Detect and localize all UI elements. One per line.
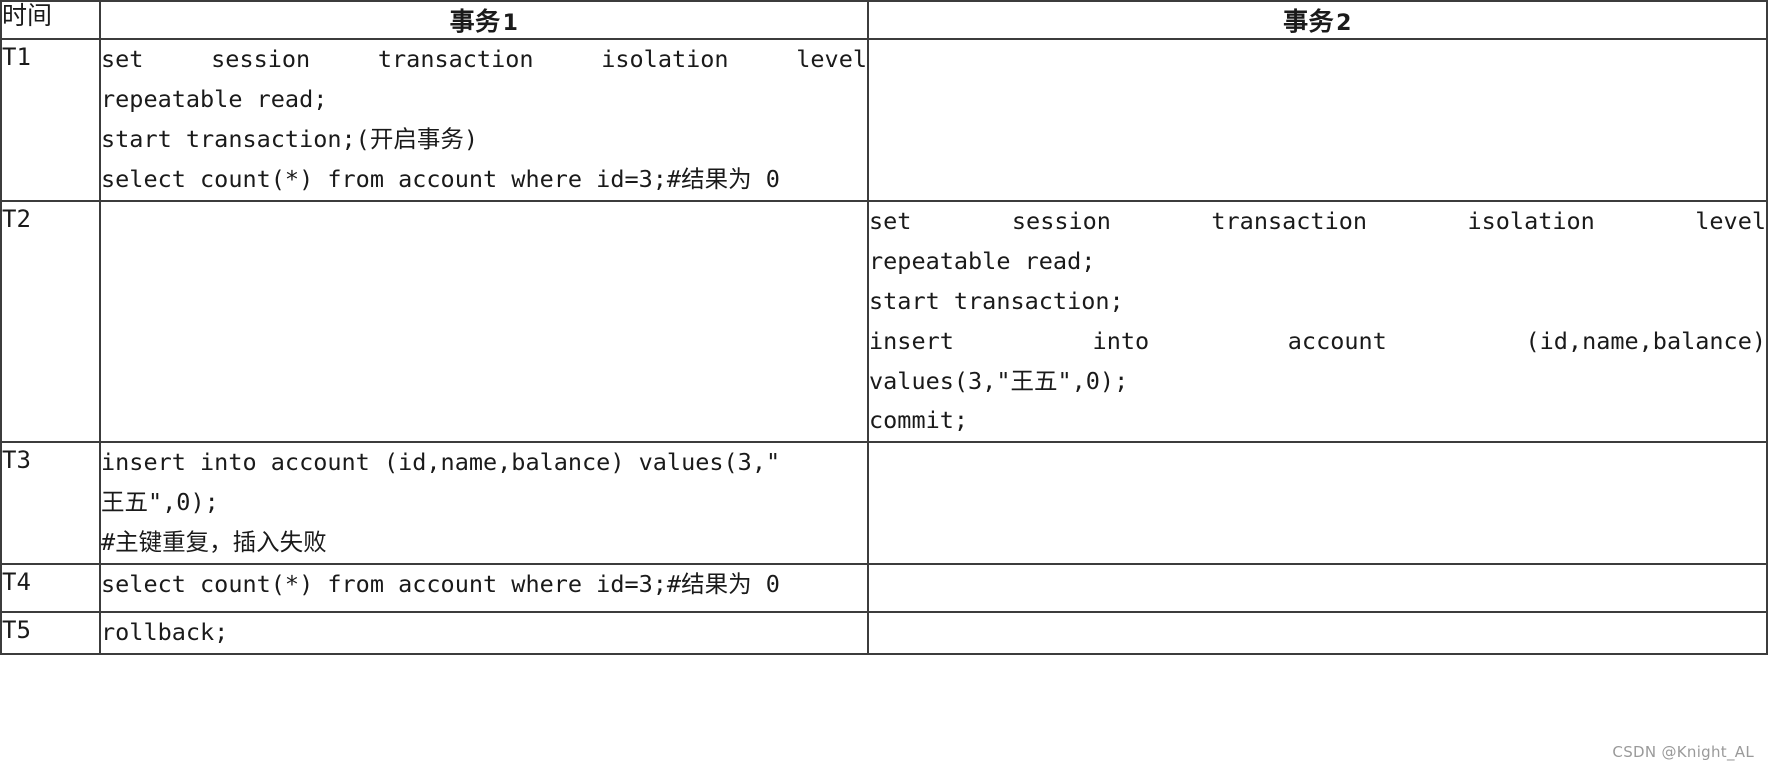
tx1-cell-t1: set session transaction isolation level … [99,38,869,202]
code-line: start transaction; [869,286,1124,315]
tx2-cell-t1 [867,38,1768,202]
header-transaction-2: 事务2 [867,0,1768,40]
code-line: insert into account (id,name,balance) [869,326,1766,355]
header-row: 时间 事务1 事务2 [0,0,1768,40]
cell-spacer [101,605,867,611]
table-row: T2 set session transaction isolation lev… [0,199,1768,444]
tx1-cell-t3: insert into account (id,name,balance) va… [99,441,869,566]
header-transaction-2-number: 2 [1336,11,1352,36]
tx2-cell-t5 [867,611,1768,656]
time-label-t3: T3 [0,441,101,566]
transaction-isolation-table: 时间 事务1 事务2 T1 set session transaction is… [0,0,1768,656]
code-line: select count(*) from account where id=3;… [101,164,780,193]
header-transaction-1-label: 事务 [449,7,501,36]
table-row: T1 set session transaction isolation lev… [0,38,1768,202]
table-header: 时间 事务1 事务2 [0,0,1768,40]
table-body: T1 set session transaction isolation lev… [0,38,1768,656]
time-label-t5: T5 [0,611,101,656]
code-line: set session transaction isolation level [101,45,867,73]
time-label-t2: T2 [0,199,101,444]
code-line: commit; [869,406,969,435]
code-line: insert into account (id,name,balance) va… [101,448,781,477]
time-label-t4: T4 [0,563,101,614]
header-time: 时间 [0,0,101,40]
code-line: repeatable read; [101,84,328,113]
code-line: set session transaction isolation level [869,206,1766,235]
table-row: T3 insert into account (id,name,balance)… [0,441,1768,566]
header-transaction-1-number: 1 [502,11,519,36]
table-row: T4 select count(*) from account where id… [0,563,1768,614]
time-label-t1: T1 [0,38,101,202]
tx1-cell-t4: select count(*) from account where id=3;… [99,563,869,614]
code-line: repeatable read; [869,246,1096,275]
code-line: 王五",0); [101,488,219,517]
watermark-text: CSDN @Knight_AL [1612,743,1754,761]
table-row: T5 rollback; [0,611,1768,656]
code-line: start transaction;(开启事务) [101,124,478,153]
tx1-cell-t2 [99,199,869,444]
header-transaction-2-label: 事务 [1283,7,1335,36]
code-line: values(3,"王五",0); [869,366,1129,395]
tx2-cell-t2: set session transaction isolation level … [867,199,1768,444]
code-line: select count(*) from account where id=3;… [101,570,780,599]
header-transaction-1: 事务1 [99,0,869,40]
tx2-cell-t4 [867,563,1768,614]
code-line: #主键重复，插入失败 [101,528,327,557]
tx1-cell-t5: rollback; [99,611,869,656]
code-line: rollback; [101,618,229,647]
tx2-cell-t3 [867,441,1768,566]
